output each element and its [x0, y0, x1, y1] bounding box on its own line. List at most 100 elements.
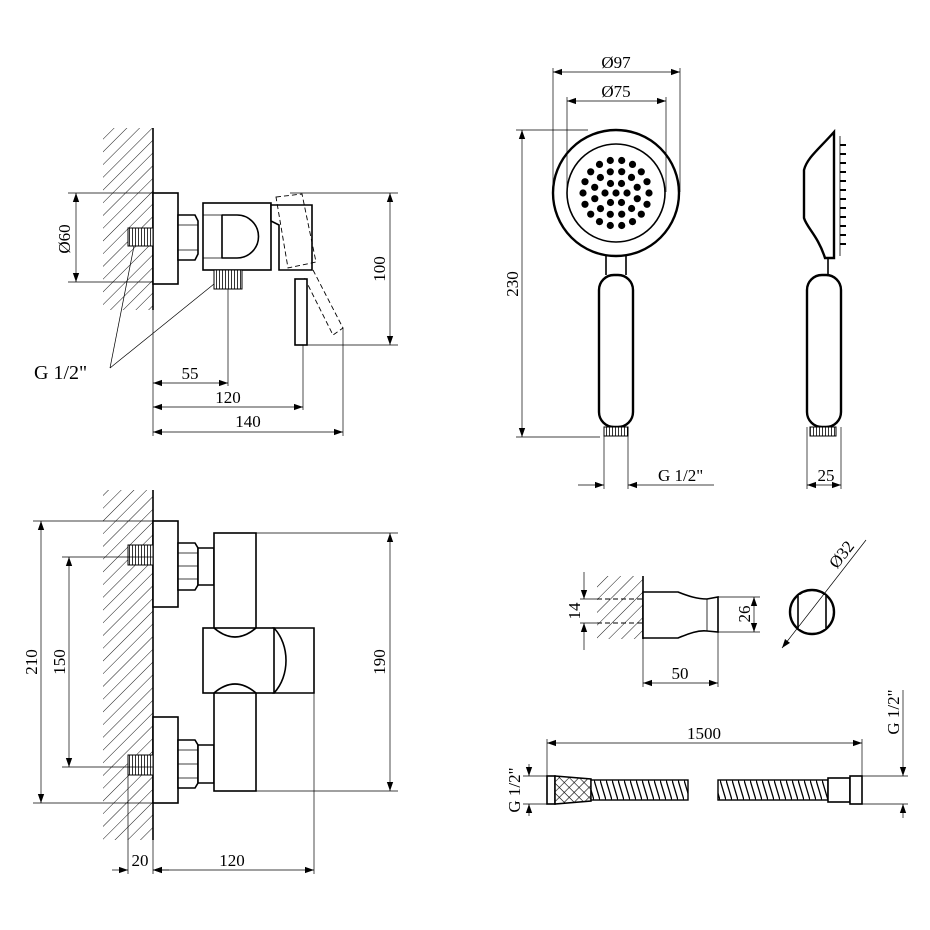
dim-text: 26: [735, 606, 754, 623]
dim-text: Ø60: [55, 224, 74, 253]
body-dome: [221, 214, 260, 259]
nozzle-dot: [623, 189, 631, 197]
mixer-side-view: Ø60 100 55 120 140 G 1/2": [34, 128, 398, 436]
bottom-eccentric: [197, 744, 215, 784]
nozzle-dot: [618, 210, 626, 218]
dimension-140: 140: [153, 412, 343, 436]
nozzle-dot: [595, 218, 604, 226]
mixer-front-view: 210 150 190 20 120: [22, 490, 398, 874]
nozzle-dot: [606, 221, 614, 230]
nozzle-dot: [643, 178, 651, 186]
nozzle-dot: [618, 221, 626, 230]
hose-left-cone: [554, 775, 592, 805]
dimension-dia60: Ø60: [55, 192, 153, 283]
dimension-26: 26: [718, 596, 760, 633]
nozzle-dot: [606, 210, 614, 218]
hose-left-ferrule: [546, 775, 556, 805]
dimension-dia97: Ø97: [552, 53, 681, 192]
dim-text: 210: [22, 649, 41, 675]
hand-shower-side: 25: [802, 128, 846, 489]
top-eccentric: [197, 547, 215, 586]
nozzle-dot: [591, 195, 599, 203]
hose-coil-right: [717, 779, 829, 801]
hex-nut: [177, 214, 199, 261]
top-flange: [152, 520, 179, 608]
dimension-230: 230: [503, 129, 600, 438]
nozzle-dot: [637, 168, 645, 176]
side-nozzles: [840, 144, 846, 245]
neck: [605, 256, 627, 275]
nozzle-dot: [633, 183, 641, 191]
nozzle-dot: [606, 156, 614, 165]
nozzle-dot: [637, 210, 645, 218]
dimension-dia75: Ø75: [566, 82, 667, 192]
nozzle-pattern: [579, 156, 653, 230]
nozzle-dot: [617, 198, 626, 207]
diverter-thread: [213, 269, 243, 290]
dim-text: G 1/2": [658, 466, 703, 485]
nozzle-dot: [628, 160, 637, 168]
nozzle-dot: [618, 156, 626, 165]
nozzle-dot: [587, 210, 595, 218]
dimension-55: 55: [153, 364, 228, 387]
cartridge-housing: [202, 627, 275, 694]
nozzle-dot: [601, 189, 609, 197]
dim-text: 120: [219, 851, 245, 870]
thread-label: G 1/2": [34, 362, 87, 384]
thread-callout: G 1/2": [34, 245, 215, 384]
nozzle-dot: [606, 168, 614, 176]
dimension-14: 14: [565, 572, 597, 650]
nozzle-dot: [595, 160, 604, 168]
nozzle-dot: [643, 200, 651, 208]
dim-text: 190: [370, 649, 389, 675]
handle-grip: [597, 273, 635, 429]
holder-section: Ø32: [781, 537, 867, 649]
dimension-25: 25: [806, 427, 842, 489]
lever-housing: [270, 204, 313, 271]
wall-hatch: [103, 128, 154, 310]
dimension-thread: G 1/2": [578, 436, 714, 489]
hose-right-ferrule: [849, 775, 863, 805]
hand-shower-front: Ø97 Ø75 230 G 1/2": [503, 53, 714, 489]
nozzle-dot: [645, 189, 653, 197]
dim-text: 25: [818, 466, 835, 485]
nozzle-dot: [612, 189, 620, 197]
dim-text: G 1/2": [505, 767, 524, 812]
hose-coil-left: [590, 779, 689, 801]
dim-text: 55: [182, 364, 199, 383]
mixer-body: [202, 202, 272, 271]
dim-text: G 1/2": [884, 689, 903, 734]
dim-text: 150: [50, 649, 69, 675]
nozzle-dot: [581, 200, 589, 208]
handle-side: [805, 273, 843, 429]
hose-right-nut: [827, 777, 851, 803]
dim-text: 50: [672, 664, 689, 683]
shower-hose: 1500 G 1/2" G 1/2": [505, 689, 908, 818]
dim-text: 14: [565, 602, 584, 620]
handle-thread: [603, 426, 629, 437]
nozzle-dot: [596, 173, 605, 182]
head-side: [802, 128, 836, 260]
lever-front: [272, 627, 315, 694]
inlet-thread: [127, 227, 154, 247]
nozzle-dot: [596, 205, 605, 213]
dim-text: Ø97: [601, 53, 631, 72]
nozzle-dot: [587, 168, 595, 176]
dimension-150: 150: [50, 556, 153, 768]
dimension-1500: 1500: [546, 724, 863, 776]
shower-head-inner: [566, 143, 666, 243]
nozzle-dot: [606, 198, 615, 207]
dim-text: 100: [370, 256, 389, 282]
dim-text: 20: [132, 851, 149, 870]
dimension-thread-left: G 1/2": [505, 764, 547, 816]
nozzle-dot: [579, 189, 587, 197]
bottom-flange: [152, 716, 179, 804]
nozzle-dot: [581, 178, 589, 186]
dimension-thread-right: G 1/2": [862, 689, 908, 818]
dimension-210: 210: [22, 520, 153, 804]
nozzle-dot: [627, 173, 636, 181]
nozzle-dot: [591, 183, 599, 191]
nozzle-dot: [618, 168, 626, 176]
nozzle-dot: [633, 195, 641, 203]
